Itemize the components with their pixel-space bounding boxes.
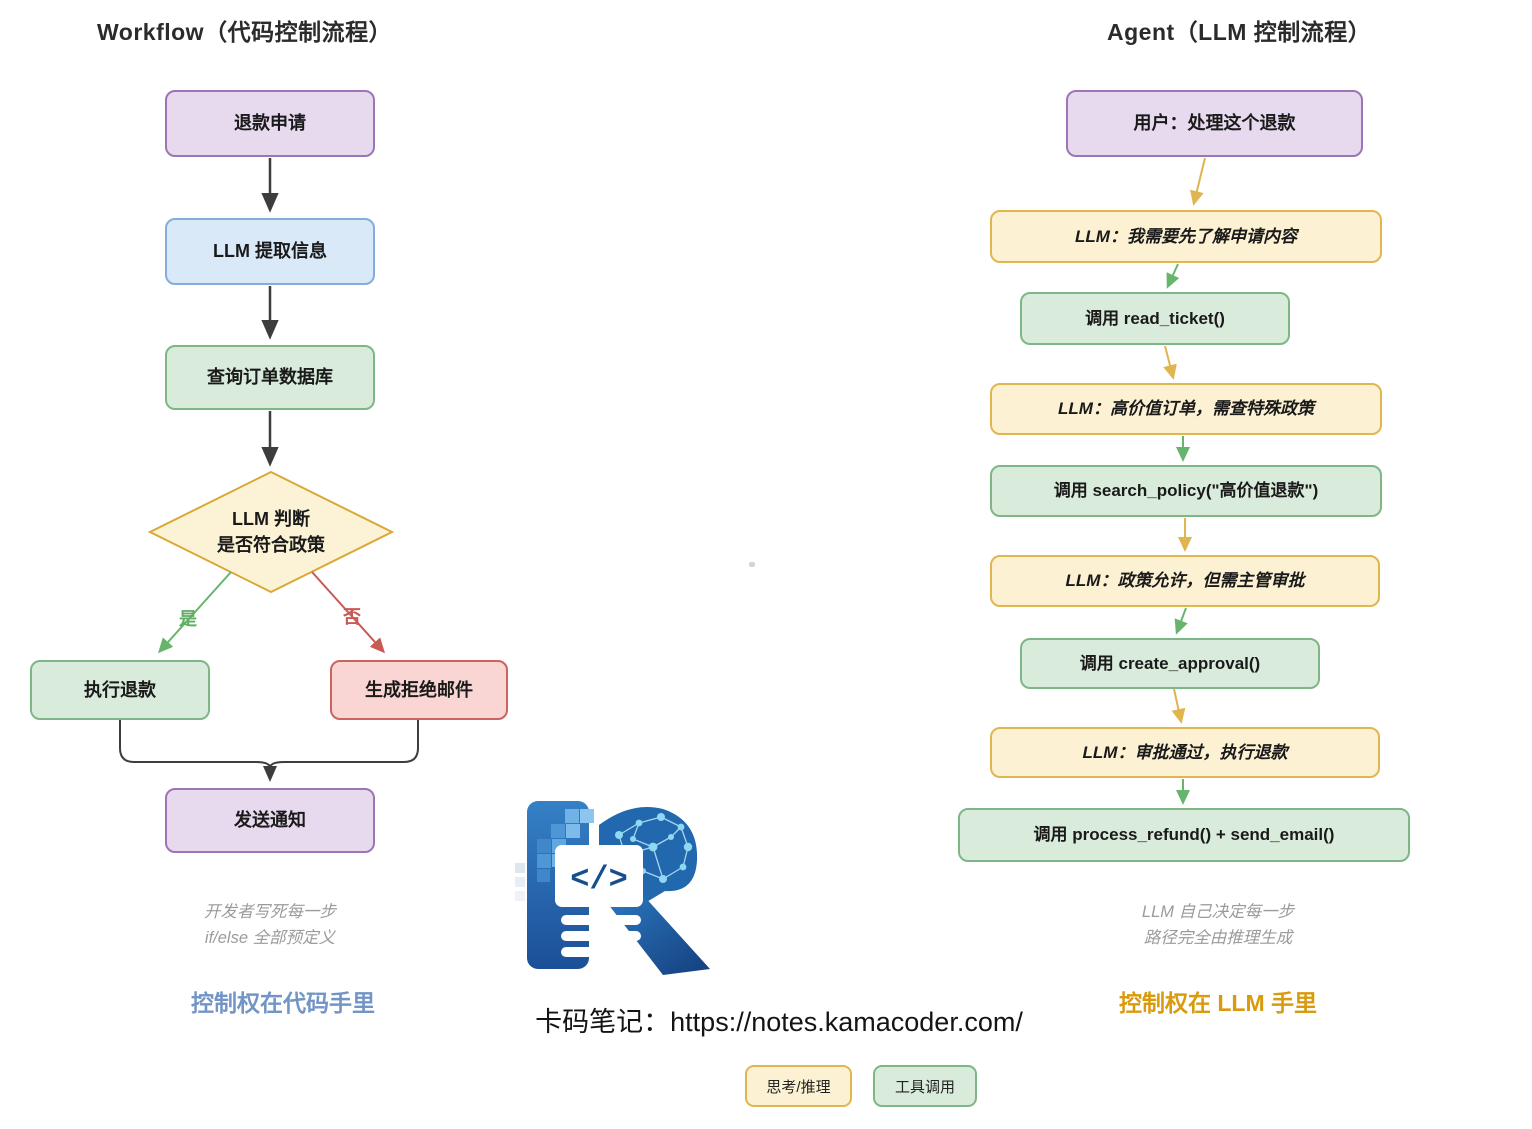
node-query-db: 查询订单数据库 xyxy=(165,345,375,410)
node-tool-read-ticket: 调用 read_ticket() xyxy=(1020,292,1290,345)
right-column-title: Agent（LLM 控制流程） xyxy=(1107,19,1372,45)
right-caption-line1: LLM 自己决定每一步 xyxy=(1141,903,1295,921)
left-column-title: Workflow（代码控制流程） xyxy=(97,19,393,45)
left-footer: 控制权在代码手里 xyxy=(191,990,375,1016)
legend-think: 思考/推理 xyxy=(745,1065,852,1107)
kamacoder-logo: </> xyxy=(513,793,713,978)
logo-code-glyph: </> xyxy=(570,861,628,898)
node-think-2-label: LLM：高价值订单，需查特殊政策 xyxy=(1058,399,1314,419)
node-tool-search-policy: 调用 search_policy("高价值退款") xyxy=(990,465,1382,517)
node-think-3-label: LLM：政策允许，但需主管审批 xyxy=(1065,571,1305,591)
left-caption-line2: if/else 全部预定义 xyxy=(204,928,336,947)
node-reject-email-label: 生成拒绝邮件 xyxy=(365,679,473,700)
node-think-1: LLM：我需要先了解申请内容 xyxy=(990,210,1382,263)
brand-url-text: 卡码笔记：https://notes.kamacoder.com/ xyxy=(535,1007,1023,1037)
node-think-2: LLM：高价值订单，需查特殊政策 xyxy=(990,383,1382,435)
node-think-4-label: LLM：审批通过，执行退款 xyxy=(1082,742,1288,762)
node-send-notice: 发送通知 xyxy=(165,788,375,853)
node-user-request: 用户：处理这个退款 xyxy=(1066,90,1363,157)
stray-dot xyxy=(749,562,755,567)
node-tool-read-ticket-label: 调用 read_ticket() xyxy=(1085,308,1225,328)
branch-yes-label: 是 xyxy=(179,609,197,629)
node-reject-email: 生成拒绝邮件 xyxy=(330,660,508,720)
right-footer: 控制权在 LLM 手里 xyxy=(1118,990,1318,1016)
node-think-3: LLM：政策允许，但需主管审批 xyxy=(990,555,1380,607)
left-caption-line1: 开发者写死每一步 xyxy=(204,903,336,921)
left-caption: 开发者写死每一步 if/else 全部预定义 xyxy=(204,900,336,951)
right-caption: LLM 自己决定每一步 路径完全由推理生成 xyxy=(1142,900,1294,951)
node-refund-request: 退款申请 xyxy=(165,90,375,157)
node-user-request-label: 用户：处理这个退款 xyxy=(1133,113,1296,134)
kamacoder-logo-icon: </> xyxy=(515,801,710,975)
node-tool-create-approval-label: 调用 create_approval() xyxy=(1079,653,1261,673)
branch-no-label: 否 xyxy=(343,607,361,627)
node-tool-process-refund-label: 调用 process_refund() + send_email() xyxy=(1033,825,1335,845)
right-caption-line2: 路径完全由推理生成 xyxy=(1143,928,1293,947)
node-query-db-label: 查询订单数据库 xyxy=(207,367,333,388)
node-llm-extract: LLM 提取信息 xyxy=(165,218,375,285)
node-decision: LLM 判断 是否符合政策 xyxy=(171,492,371,572)
node-think-1-label: LLM：我需要先了解申请内容 xyxy=(1075,226,1297,246)
node-refund-request-label: 退款申请 xyxy=(234,113,306,134)
node-tool-process-refund: 调用 process_refund() + send_email() xyxy=(958,808,1410,862)
node-do-refund-label: 执行退款 xyxy=(84,679,156,700)
legend-think-label: 思考/推理 xyxy=(766,1078,831,1096)
node-tool-create-approval: 调用 create_approval() xyxy=(1020,638,1320,689)
decision-line2: 是否符合政策 xyxy=(217,535,325,555)
legend-tool: 工具调用 xyxy=(873,1065,977,1107)
node-llm-extract-label: LLM 提取信息 xyxy=(213,241,327,262)
node-tool-search-policy-label: 调用 search_policy("高价值退款") xyxy=(1053,481,1319,501)
node-think-4: LLM：审批通过，执行退款 xyxy=(990,727,1380,778)
legend-tool-label: 工具调用 xyxy=(894,1078,955,1096)
node-do-refund: 执行退款 xyxy=(30,660,210,720)
node-send-notice-label: 发送通知 xyxy=(234,810,306,831)
decision-line1: LLM 判断 xyxy=(232,508,310,529)
